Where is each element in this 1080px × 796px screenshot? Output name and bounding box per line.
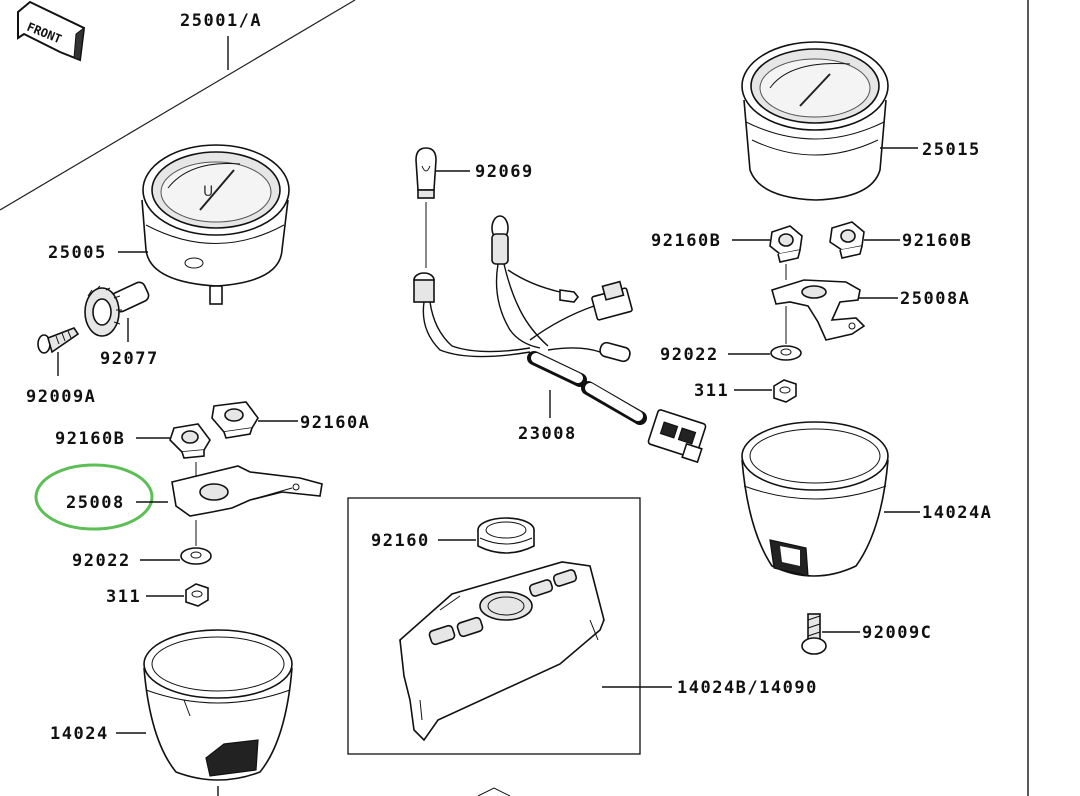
label-92022-right: 92022	[660, 345, 719, 365]
screw-92009A	[37, 327, 80, 354]
front-arrow-icon: FRONT	[17, 0, 86, 62]
label-92160B-r2: 92160B	[902, 231, 972, 251]
label-92069: 92069	[475, 162, 534, 182]
grommet-92160B-right-2	[829, 221, 865, 259]
label-14024A: 14024A	[922, 503, 992, 523]
label-92022-left: 92022	[72, 551, 131, 571]
label-311-right: 311	[694, 381, 729, 401]
washer-92022-right	[770, 345, 802, 361]
label-14024B-14090: 14024B/14090	[677, 678, 818, 698]
svg-text:U: U	[203, 184, 213, 200]
washer-92022-left	[180, 547, 212, 565]
label-25015: 25015	[922, 140, 981, 160]
grommet-92160B-left	[169, 423, 211, 459]
grommet-92160B-right-1	[769, 225, 803, 263]
label-23008: 23008	[518, 424, 577, 444]
nut-311-left	[185, 583, 209, 607]
label-92009A: 92009A	[26, 387, 96, 407]
label-92077: 92077	[100, 349, 159, 369]
label-92009C: 92009C	[862, 623, 932, 643]
label-311-left: 311	[106, 587, 141, 607]
label-25001A: 25001/A	[180, 11, 262, 31]
grommet-92160A	[211, 401, 259, 439]
section-divider-line	[0, 0, 356, 211]
bulb-92069	[415, 147, 437, 199]
tachometer-gauge-25015	[741, 41, 889, 201]
label-25005: 25005	[48, 243, 107, 263]
highlight-circle-25008	[34, 463, 154, 531]
screw-92009C	[801, 613, 827, 655]
gear-drive-92077	[84, 281, 150, 337]
cover-housing-14024	[143, 629, 293, 781]
label-92160B-left: 92160B	[55, 429, 125, 449]
meter-case-14024B	[399, 561, 605, 742]
speedometer-gauge-25005: U	[141, 144, 290, 305]
bracket-25008	[171, 465, 323, 517]
label-92160B-r1: 92160B	[651, 231, 721, 251]
bracket-25008A	[771, 279, 866, 341]
label-92160: 92160	[371, 531, 430, 551]
wiring-harness-23008	[413, 215, 707, 464]
label-92160A: 92160A	[300, 413, 370, 433]
inset-box	[347, 497, 641, 755]
label-14024: 14024	[50, 724, 109, 744]
label-25008A: 25008A	[900, 289, 970, 309]
label-25008: 25008	[66, 493, 125, 513]
cover-housing-14024A	[741, 421, 889, 577]
nut-311-right	[773, 379, 797, 403]
seal-ring-92160	[477, 517, 535, 554]
